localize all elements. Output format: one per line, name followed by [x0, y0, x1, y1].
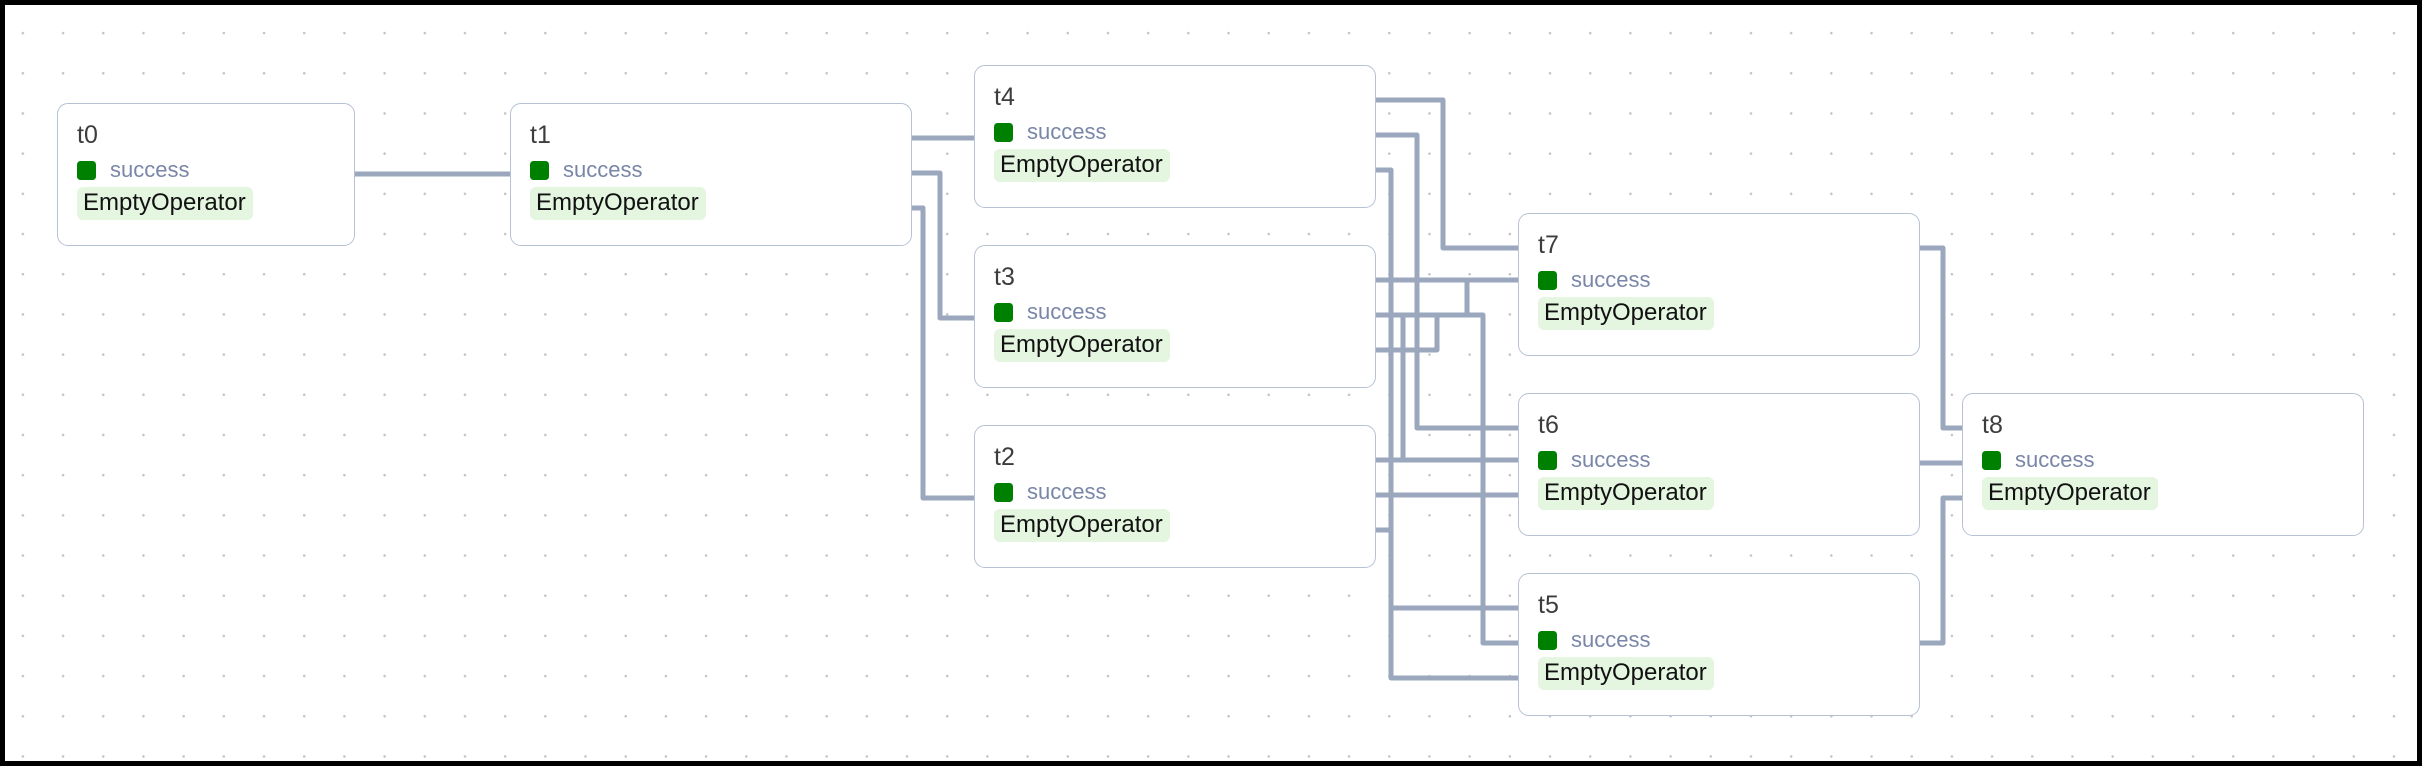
status-success-icon — [1538, 450, 1557, 470]
task-id-label: t4 — [994, 83, 1016, 111]
task-status-label: success — [1571, 627, 1651, 652]
edge-t4-t5 — [1376, 167, 1518, 611]
task-operator-chip: EmptyOperator — [994, 149, 1170, 182]
task-operator-chip: EmptyOperator — [1538, 657, 1714, 690]
task-operator-chip: EmptyOperator — [1538, 477, 1714, 510]
task-operator-chip: EmptyOperator — [994, 329, 1170, 362]
task-id-label: t7 — [1538, 231, 1560, 259]
status-success-icon — [1538, 270, 1557, 290]
task-operator-chip: EmptyOperator — [530, 187, 706, 220]
task-status-row: success — [1538, 448, 1919, 472]
task-status-row: success — [530, 158, 911, 182]
task-id-label: t2 — [994, 443, 1016, 471]
task-status-row: success — [994, 480, 1375, 504]
task-id-label: t6 — [1538, 411, 1560, 439]
task-id-label: t8 — [1982, 411, 2004, 439]
task-operator-chip: EmptyOperator — [77, 187, 253, 220]
task-operator-chip: EmptyOperator — [1538, 297, 1714, 330]
task-operator-chip: EmptyOperator — [994, 509, 1170, 542]
task-status-label: success — [1027, 479, 1107, 504]
task-status-label: success — [563, 157, 643, 182]
status-success-icon — [1538, 630, 1557, 650]
task-id-label: t3 — [994, 263, 1016, 291]
status-success-icon — [994, 122, 1013, 142]
edge-t7-t8 — [1920, 245, 1962, 431]
task-status-row: success — [994, 300, 1375, 324]
edge-t3-t6 — [1376, 312, 1518, 463]
status-success-icon — [994, 482, 1013, 502]
task-status-row: success — [1538, 628, 1919, 652]
task-status-row: success — [1982, 448, 2363, 472]
task-operator-chip: EmptyOperator — [1982, 477, 2158, 510]
task-status-label: success — [2015, 447, 2095, 472]
task-status-label: success — [1571, 447, 1651, 472]
status-success-icon — [1982, 450, 2001, 470]
task-status-row: success — [77, 158, 354, 182]
task-status-label: success — [1571, 267, 1651, 292]
edge-t4-t7 — [1376, 97, 1518, 251]
edge-t4-t6 — [1376, 132, 1518, 431]
task-status-label: success — [1027, 119, 1107, 144]
edge-t2-t7 — [1376, 277, 1518, 463]
task-id-label: t1 — [530, 121, 552, 149]
edge-t5-t8 — [1920, 495, 1962, 646]
edge-t2-t6 — [1376, 527, 1518, 681]
task-id-label: t0 — [77, 121, 99, 149]
edge-t1-t3 — [912, 170, 974, 321]
edge-t3-t5 — [1376, 312, 1518, 646]
status-success-icon — [994, 302, 1013, 322]
task-status-row: success — [994, 120, 1375, 144]
task-status-label: success — [110, 157, 190, 182]
task-status-label: success — [1027, 299, 1107, 324]
task-id-label: t5 — [1538, 591, 1560, 619]
edge-t1-t2 — [912, 205, 974, 501]
status-success-icon — [530, 160, 549, 180]
task-status-row: success — [1538, 268, 1919, 292]
status-success-icon — [77, 160, 96, 180]
